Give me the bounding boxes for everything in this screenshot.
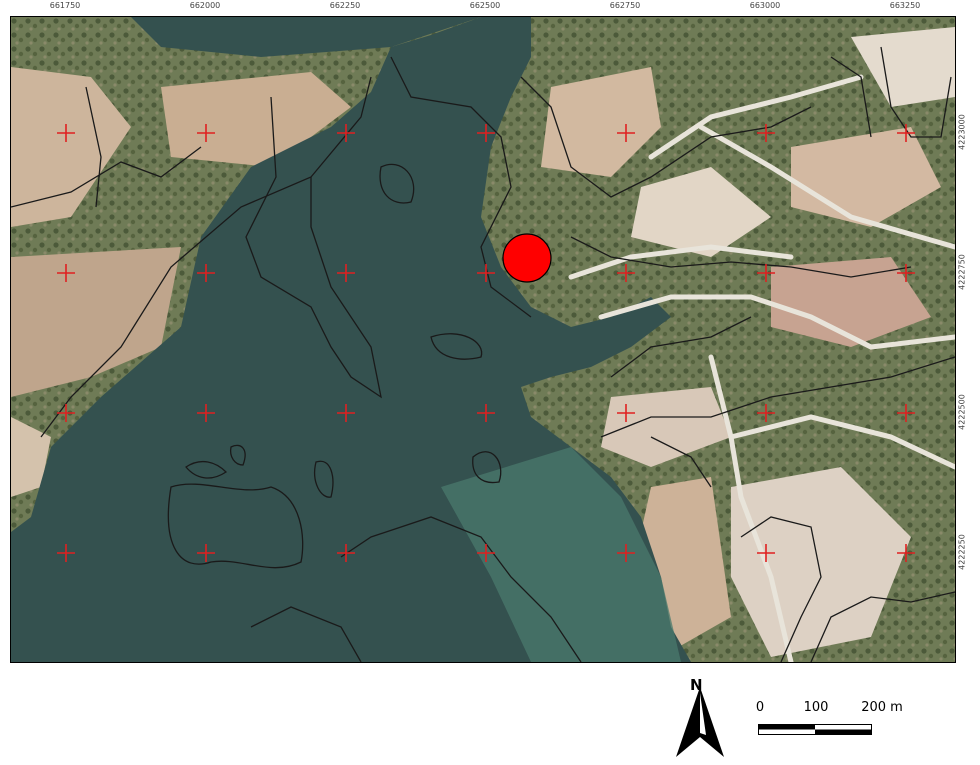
scale-label: 0: [755, 700, 765, 715]
grid-cross: [757, 404, 775, 422]
grid-cross: [197, 264, 215, 282]
grid-cross: [477, 264, 495, 282]
grid-cross: [57, 264, 75, 282]
grid-cross: [617, 404, 635, 422]
grid-cross: [197, 124, 215, 142]
north-arrow-icon: [676, 687, 724, 757]
scale-label: 100: [803, 700, 829, 715]
top-tick-label: 663000: [749, 1, 781, 10]
grid-cross: [337, 404, 355, 422]
grid-cross: [337, 264, 355, 282]
grid-cross: [617, 544, 635, 562]
top-tick-label: 661750: [49, 1, 81, 10]
scale-bar: [758, 724, 872, 735]
top-tick-label: 662750: [609, 1, 641, 10]
grid-cross: [897, 124, 915, 142]
grid-cross: [757, 544, 775, 562]
grid-cross: [57, 404, 75, 422]
grid-cross: [757, 124, 775, 142]
right-tick-label: 4222500: [957, 394, 967, 430]
grid-cross: [617, 124, 635, 142]
north-label: N: [690, 676, 703, 694]
site-marker[interactable]: [502, 233, 552, 283]
grid-cross: [757, 264, 775, 282]
grid-cross: [197, 544, 215, 562]
grid-cross: [477, 544, 495, 562]
top-tick-label: 662250: [329, 1, 361, 10]
satellite-map[interactable]: [11, 17, 955, 662]
right-tick-label: 4222750: [957, 254, 967, 290]
top-tick-label: 662000: [189, 1, 221, 10]
grid-cross: [897, 404, 915, 422]
roads-layer: [568, 74, 955, 662]
grid-cross: [337, 544, 355, 562]
contour-lines: [11, 46, 955, 662]
grid-cross: [897, 264, 915, 282]
grid-cross: [477, 124, 495, 142]
top-tick-label: 663250: [889, 1, 921, 10]
grid-cross: [57, 544, 75, 562]
right-tick-label: 4222250: [957, 534, 967, 570]
grid-cross: [617, 264, 635, 282]
shallow-water: [441, 447, 681, 662]
upper-water: [131, 17, 481, 57]
scale-label: 200 m: [861, 700, 903, 715]
right-tick-label: 4223000: [957, 114, 967, 150]
grid-cross: [337, 124, 355, 142]
map-frame[interactable]: [10, 16, 956, 663]
grid-cross: [477, 404, 495, 422]
top-tick-label: 662500: [469, 1, 501, 10]
grid-markers: [57, 124, 915, 562]
grid-cross: [57, 124, 75, 142]
grid-cross: [197, 404, 215, 422]
grid-cross: [897, 544, 915, 562]
